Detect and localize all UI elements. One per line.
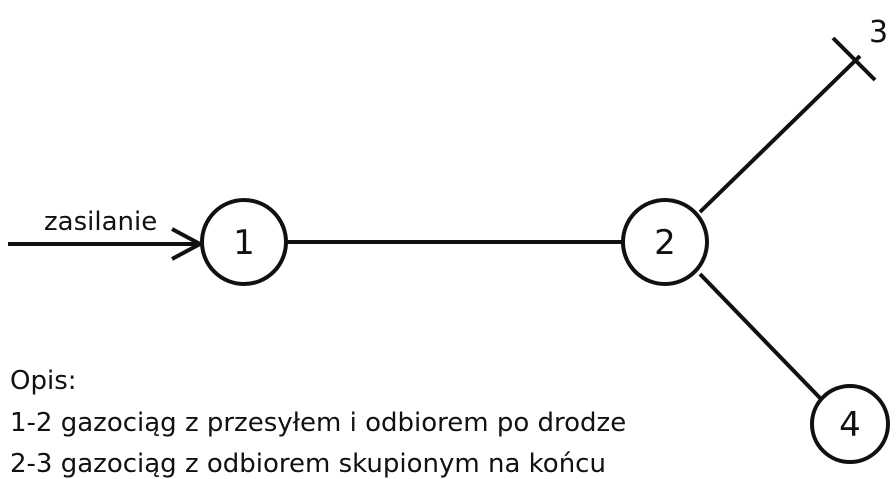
pipe-2-3 — [698, 54, 862, 214]
supply-label: zasilanie — [44, 207, 157, 237]
node-3-label: 3 — [869, 15, 888, 50]
description-heading: Opis: — [10, 366, 77, 396]
node-4: 4 — [810, 384, 890, 464]
node-4-label: 4 — [839, 405, 861, 445]
pipe-2-4 — [698, 272, 822, 400]
node-2: 2 — [621, 198, 709, 286]
end-cap-3 — [831, 36, 877, 82]
supply-arrow-head — [171, 227, 205, 261]
node-1-label: 1 — [233, 223, 255, 263]
node-2-label: 2 — [654, 223, 676, 263]
node-1: 1 — [200, 198, 288, 286]
description-line-1-2: 1-2 gazociąg z przesyłem i odbiorem po d… — [10, 408, 627, 438]
description-line-2-3: 2-3 gazociąg z odbiorem skupionym na koń… — [10, 449, 606, 479]
